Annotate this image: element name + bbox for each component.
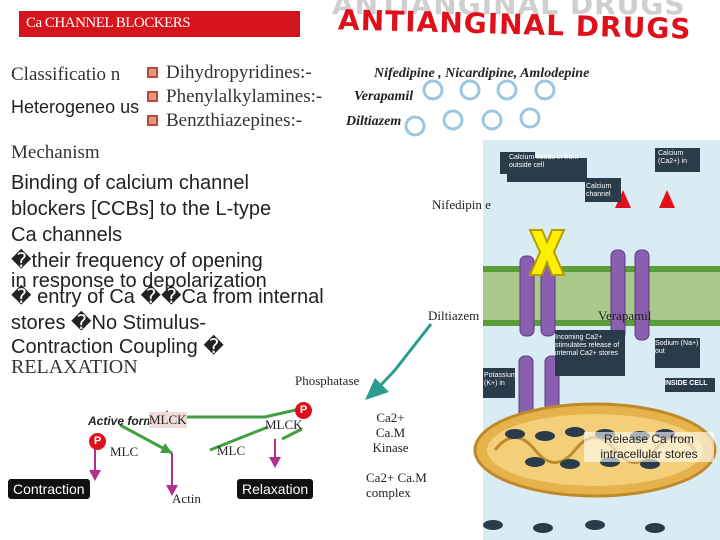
ca-cam-complex-label: Ca2+ Ca.M complex xyxy=(366,470,436,500)
label-nifedipine: Nifedipin e xyxy=(432,197,491,212)
relaxation-badge: Relaxation xyxy=(237,479,314,499)
mlck-left-label: MLCK xyxy=(149,412,187,428)
class-item-1-drugs: Nifedipine , Nicardipine, Amlodepine xyxy=(374,66,590,81)
class-item-1-name: Dihydropyridines:- xyxy=(166,62,312,83)
label-verapamil: Verapamil xyxy=(598,308,652,323)
mlc-right-label: MLC xyxy=(217,443,246,458)
ca-cam-kinase-line-3: Kinase xyxy=(372,440,409,455)
label-calcium-in: Calcium (Ca2+) in xyxy=(658,150,687,165)
mechanism-line-6: � entry of Ca ��Ca from internal xyxy=(11,286,324,308)
mlck-right-label: MLCK xyxy=(265,417,303,432)
mechanism-line-3: Ca channels xyxy=(11,224,123,246)
bullet-icon xyxy=(147,91,158,102)
bullet-icon xyxy=(147,115,158,126)
label-incoming-ca: Incoming Ca2+ stimulates release of inte… xyxy=(555,334,620,357)
title-shadow: ANTIANGINAL DRUGS xyxy=(332,0,686,21)
active-form-label: Active form xyxy=(88,414,155,428)
class-item-2-name: Phenylalkylamines:- xyxy=(166,86,323,107)
class-item-3-drugs: Diltiazem xyxy=(346,114,402,129)
heterogeneous-label: Heterogeneo us xyxy=(11,97,140,117)
label-diltiazem: Diltiazem xyxy=(428,308,480,323)
ca-cam-complex-line-2: complex xyxy=(366,485,411,500)
mlc-left-label: MLC xyxy=(110,444,139,459)
phosphatase-label: Phosphatase xyxy=(295,373,360,388)
phospho-badge-left: P xyxy=(89,433,106,450)
mechanism-line-4: �their frequency of opening xyxy=(11,250,263,272)
ca-cam-complex-line-1: Ca2+ Ca.M xyxy=(366,470,427,485)
bullet-icons xyxy=(147,67,158,126)
mechanism-line-8: Contraction Coupling � xyxy=(11,336,224,358)
label-calcium-channel: Calcium channel xyxy=(586,183,612,198)
classification-label: Classificatio n xyxy=(11,64,121,85)
ca-cam-kinase-line-1: Ca2+ xyxy=(376,410,405,425)
mechanism-line-5: in response to depolarization xyxy=(11,270,267,292)
mechanism-line-9: RELAXATION xyxy=(11,356,138,378)
label-sodium-out: Sodium (Na+) out xyxy=(655,340,699,355)
label-potassium: Potassium (K+) in xyxy=(484,372,517,387)
ca-cam-kinase-label: Ca2+ Ca.M Kinase xyxy=(368,410,413,455)
label-inside-cell: INSIDE CELL xyxy=(664,380,708,387)
topic-banner: Ca CHANNEL BLOCKERS xyxy=(19,11,300,37)
mechanism-line-7: stores �No Stimulus- xyxy=(11,312,206,334)
label-release: Release Ca from intracellular stores xyxy=(584,432,714,462)
actin-label: Actin xyxy=(172,491,201,506)
mechanism-label: Mechanism xyxy=(11,142,100,163)
mechanism-line-1: Binding of calcium channel xyxy=(11,172,249,194)
class-item-2-drugs: Verapamil xyxy=(354,89,414,104)
class-item-3-name: Benzthiazepines:- xyxy=(166,110,303,131)
mechanism-line-2: blockers [CCBs] to the L-type xyxy=(11,198,272,220)
phospho-badge-right: P xyxy=(295,402,312,419)
ca-cam-kinase-line-2: Ca.M xyxy=(375,425,406,440)
contraction-badge: Contraction xyxy=(8,479,90,499)
label-calcium-floods: Calcium floods in from outside cell xyxy=(509,154,579,169)
block-x-icon xyxy=(528,229,566,276)
topic-banner-text: Ca CHANNEL BLOCKERS xyxy=(26,15,191,31)
bullet-icon xyxy=(147,67,158,78)
